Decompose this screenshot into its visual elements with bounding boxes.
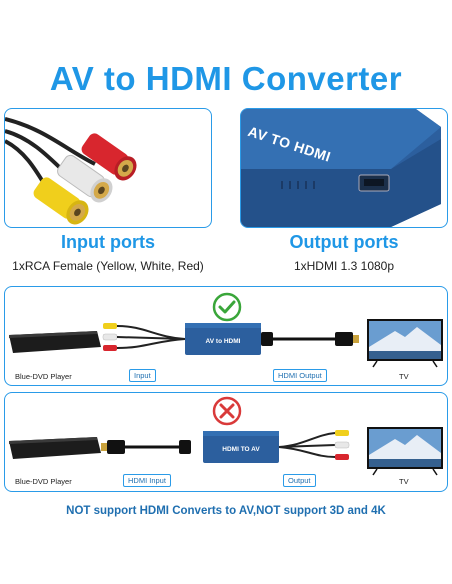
output-ports-description: 1xHDMI 1.3 1080p	[293, 259, 395, 273]
rca-cables-illustration	[5, 117, 137, 225]
output-ports-photo: AV TO HDMI	[240, 108, 448, 228]
input-tag: Input	[129, 369, 156, 382]
tv-label: TV	[399, 477, 409, 486]
hdmi-to-av-box-label: HDMI TO AV	[222, 446, 260, 453]
av-to-hdmi-box-label: AV to HDMI	[205, 338, 241, 345]
unsupported-diagram-graphic	[9, 396, 443, 476]
output-ports-heading: Output ports	[289, 232, 399, 252]
input-ports-description: 1xRCA Female (Yellow, White, Red)	[12, 259, 204, 273]
check-circle-icon	[212, 292, 242, 322]
page-title: AV to HDMI Converter	[49, 60, 403, 97]
supported-diagram-graphic	[9, 292, 443, 368]
unsupported-connection-diagram: HDMI TO AV Blue-DVD Player HDMI Input Ou…	[4, 392, 448, 492]
footer-note: NOT support HDMI Converts to AV,NOT supp…	[66, 505, 386, 517]
input-ports-heading: Input ports	[61, 232, 155, 252]
dvd-player-label: Blue-DVD Player	[15, 477, 72, 486]
output-tag: Output	[283, 474, 316, 487]
hdmi-input-tag: HDMI Input	[123, 474, 171, 487]
x-circle-icon	[212, 396, 242, 426]
hdmi-output-tag: HDMI Output	[273, 369, 327, 382]
converter-box-illustration	[241, 109, 441, 227]
supported-connection-diagram: AV to HDMI Blue-DVD Player Input HDMI Ou…	[4, 286, 448, 386]
tv-label: TV	[399, 372, 409, 381]
dvd-player-label: Blue-DVD Player	[15, 372, 72, 381]
input-ports-photo	[4, 108, 212, 228]
